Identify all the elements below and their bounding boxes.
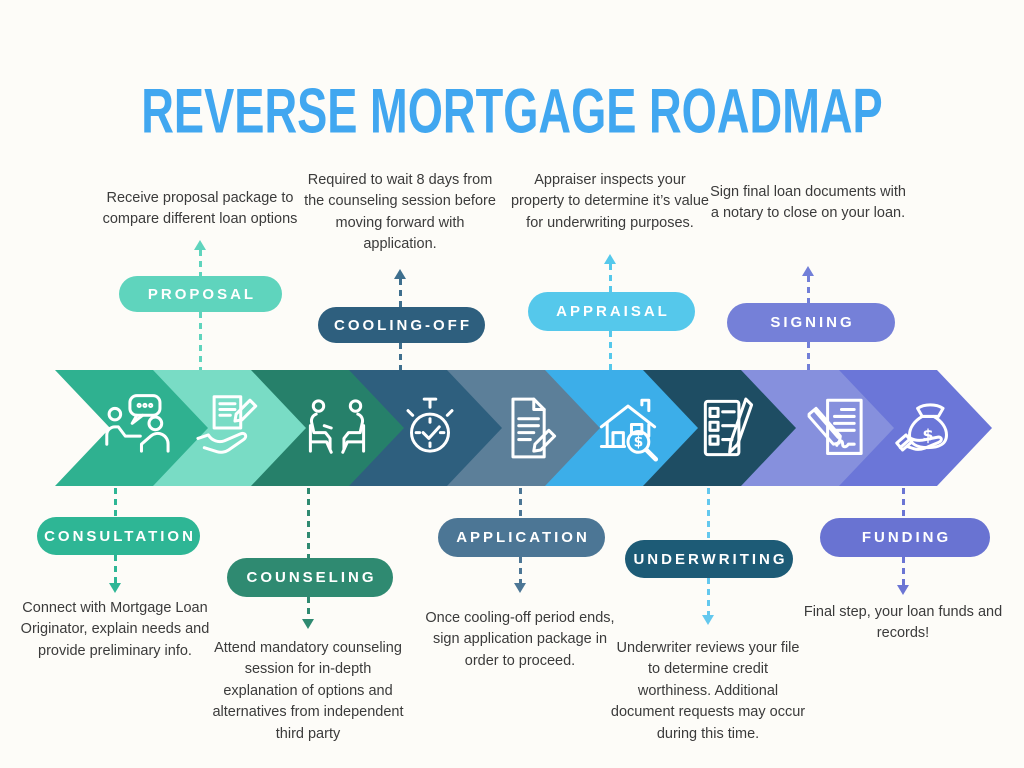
- money-bag-hand-icon: $: [891, 391, 965, 465]
- stage-description-underwriting: Underwriter reviews your file to determi…: [610, 640, 806, 742]
- stage-description-signing: Sign final loan documents with a notary …: [710, 184, 906, 222]
- stage-pill-counseling: COUNSELING: [227, 558, 393, 597]
- arrow-down-icon: [897, 585, 909, 595]
- signature-pen-icon: [801, 391, 875, 465]
- arrow-down-icon: [514, 583, 526, 593]
- connector-dash: [608, 264, 612, 292]
- connector-dash: [806, 276, 810, 303]
- arrow-up-icon: [394, 269, 406, 279]
- arrow-up-icon: [604, 254, 616, 264]
- stage-pill-underwriting: UNDERWRITING: [625, 540, 793, 578]
- connector-dash: [306, 488, 310, 558]
- stage-description-application: Once cooling-off period ends, sign appli…: [425, 610, 615, 669]
- arrow-down-icon: [702, 615, 714, 625]
- stage-description-cooling-off: Required to wait 8 days from the counsel…: [304, 172, 496, 253]
- connector-dash: [306, 597, 310, 619]
- checklist-pen-icon: [688, 391, 762, 465]
- connector-dash: [706, 578, 710, 615]
- stage-description-proposal: Receive proposal package to compare diff…: [102, 190, 298, 228]
- arrow-down-icon: [302, 619, 314, 629]
- connector-dash: [198, 250, 202, 276]
- stage-pill-funding: FUNDING: [820, 518, 990, 557]
- connector-dash: [113, 555, 117, 583]
- svg-text:$: $: [634, 435, 644, 451]
- stage-pill-cooling-off: COOLING-OFF: [318, 307, 485, 343]
- house-magnifier-icon: $: [591, 391, 665, 465]
- process-arrow-band: $: [55, 370, 995, 486]
- stage-description-appraisal: Appraiser inspects your property to dete…: [510, 172, 709, 231]
- connector-dash: [198, 312, 202, 371]
- people-talking-icon: [101, 391, 175, 465]
- hand-document-icon: [191, 391, 265, 465]
- stage-pill-signing: SIGNING: [727, 303, 895, 342]
- connector-dash: [901, 557, 905, 585]
- stage-pill-consultation: CONSULTATION: [37, 517, 200, 555]
- stage-pill-application: APPLICATION: [438, 518, 605, 557]
- arrow-down-icon: [109, 583, 121, 593]
- seated-discussion-icon: [300, 391, 374, 465]
- stage-description-consultation: Connect with Mortgage Loan Originator, e…: [20, 600, 210, 659]
- connector-dash: [518, 488, 522, 518]
- connector-dash: [518, 557, 522, 583]
- arrow-up-icon: [802, 266, 814, 276]
- stage-pill-appraisal: APPRAISAL: [528, 292, 695, 331]
- connector-dash: [113, 488, 117, 517]
- stage-description-counseling: Attend mandatory counseling session for …: [212, 640, 404, 742]
- connector-dash: [398, 279, 402, 307]
- svg-text:$: $: [922, 426, 933, 445]
- stage-pill-proposal: PROPOSAL: [119, 276, 282, 312]
- document-pencil-icon: [491, 391, 565, 465]
- arrow-up-icon: [194, 240, 206, 250]
- stage-description-funding: Final step, your loan funds and records!: [803, 604, 1003, 642]
- connector-dash: [706, 488, 710, 540]
- connector-dash: [398, 343, 402, 371]
- stopwatch-icon: [393, 391, 467, 465]
- connector-dash: [901, 488, 905, 518]
- page-title: REVERSE MORTGAGE ROADMAP: [141, 76, 883, 147]
- connector-dash: [806, 342, 810, 371]
- connector-dash: [608, 331, 612, 371]
